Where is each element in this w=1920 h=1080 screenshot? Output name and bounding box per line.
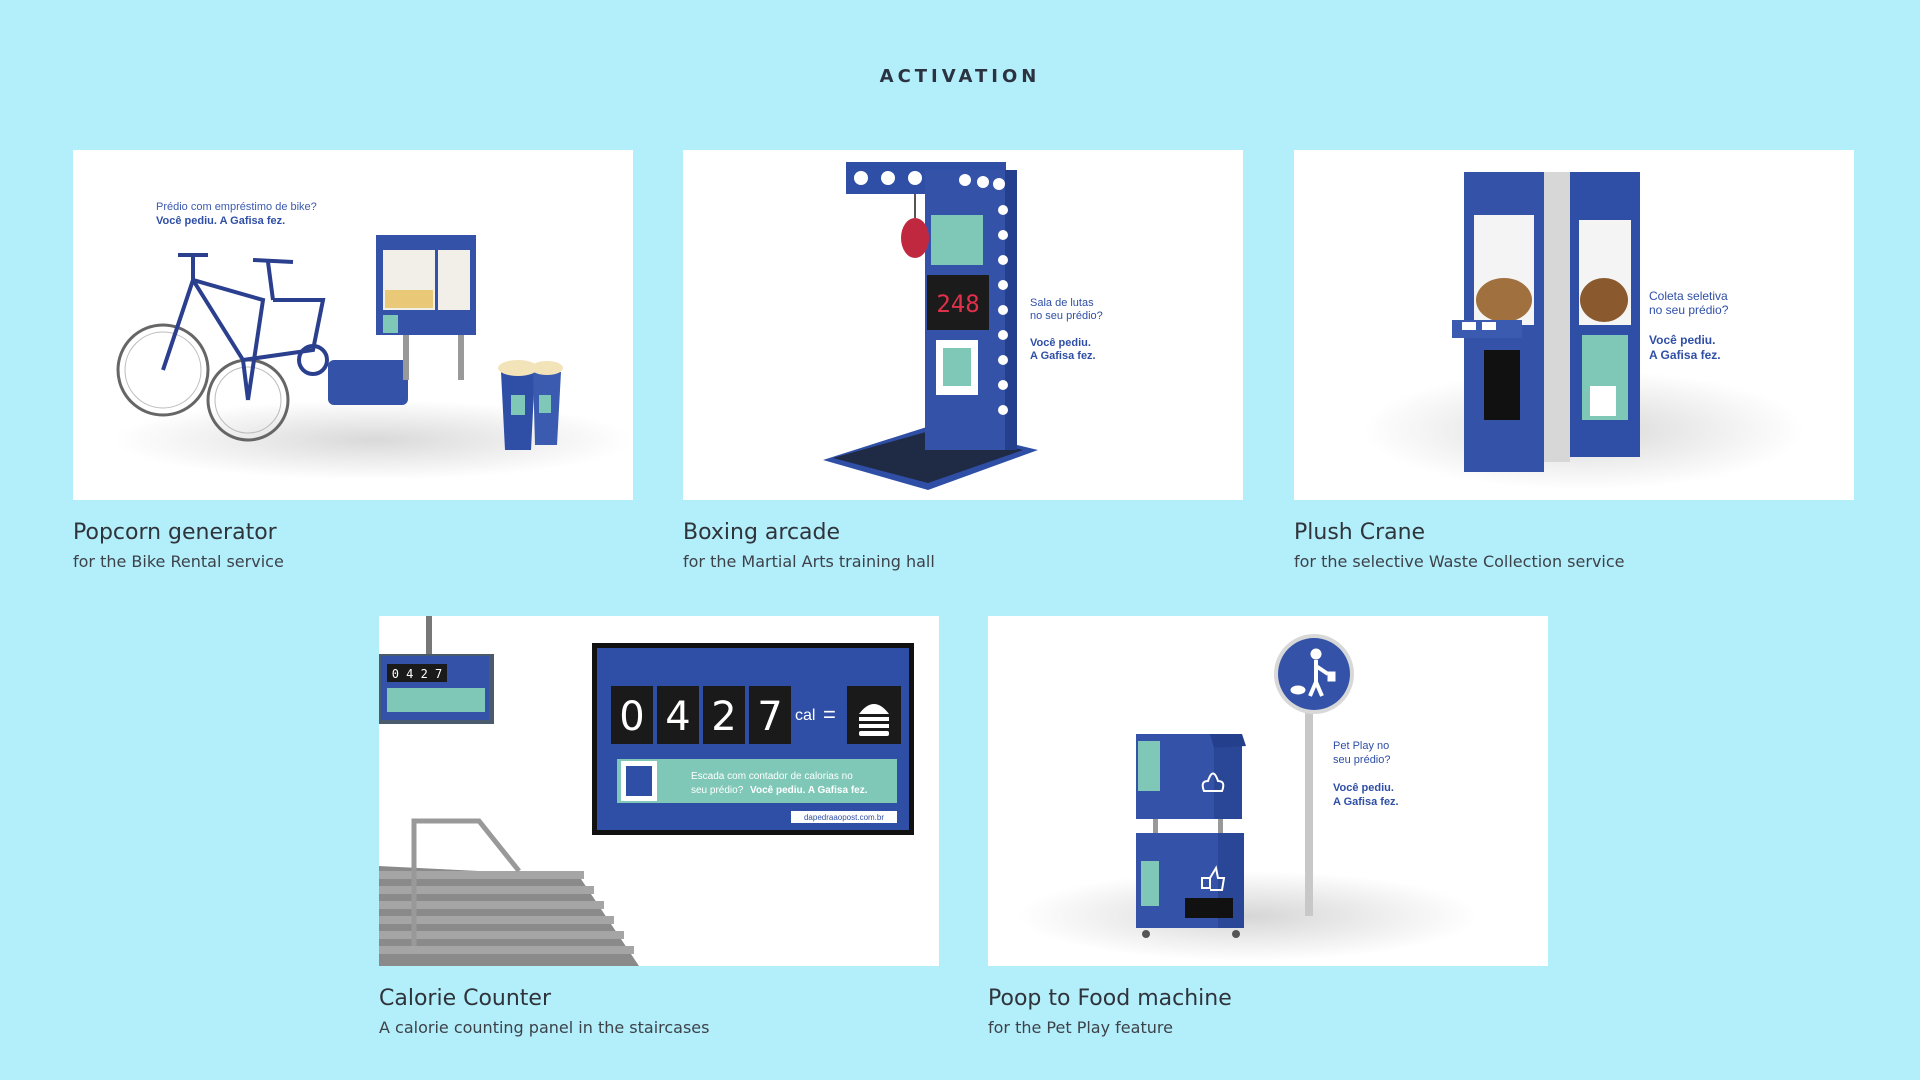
crane-text-line3: Você pediu. <box>1649 333 1715 347</box>
calorie-board: 0 4 2 7 cal = Escada com contador de cal… <box>592 643 914 835</box>
pet-text-line1: Pet Play no <box>1333 740 1389 752</box>
boxing-arcade-image: 248 Sala de lutas no seu prédio? Você pe… <box>683 150 1243 500</box>
card-calorie-counter[interactable]: 0 4 2 7 0 4 2 <box>379 616 939 1039</box>
boxing-score-display: 248 <box>936 290 979 318</box>
small-counter-panel: 0 4 2 7 <box>379 616 494 724</box>
card-title: Popcorn generator <box>73 520 277 545</box>
card-plush-crane[interactable]: Coleta seletiva no seu prédio? Você pedi… <box>1294 150 1854 573</box>
card-subtitle: A calorie counting panel in the staircas… <box>379 1018 710 1038</box>
popcorn-text-line1: Prédio com empréstimo de bike? <box>156 201 317 213</box>
calorie-counter-image: 0 4 2 7 0 4 2 <box>379 616 939 966</box>
boxing-machine-illustration: 248 <box>823 162 1038 490</box>
crane-machine-illustration <box>1452 172 1640 472</box>
poop-to-food-image: Pet Play no seu prédio? Você pediu. A Ga… <box>988 616 1548 966</box>
page-title: ACTIVATION <box>879 66 1041 87</box>
poop-icon <box>1201 772 1225 792</box>
crane-text-line1: Coleta seletiva <box>1649 289 1728 303</box>
crane-text-line4: A Gafisa fez. <box>1649 348 1721 362</box>
calorie-digit-1: 0 <box>619 694 644 740</box>
popcorn-machine-illustration <box>376 235 476 380</box>
calorie-digit-2: 4 <box>665 694 690 740</box>
card-title: Plush Crane <box>1294 520 1426 545</box>
pet-waste-icon <box>1290 648 1336 697</box>
calorie-unit: cal <box>795 707 815 724</box>
popcorn-generator-image: Prédio com empréstimo de bike? Você pedi… <box>73 150 633 500</box>
calorie-digit-3: 2 <box>711 694 736 740</box>
pet-text-line4: A Gafisa fez. <box>1333 796 1399 808</box>
popcorn-text-line2: Você pediu. A Gafisa fez. <box>156 215 285 227</box>
plush-crane-image: Coleta seletiva no seu prédio? Você pedi… <box>1294 150 1854 500</box>
pet-text-line3: Você pediu. <box>1333 782 1394 794</box>
svg-text:seu prédio? Você ped: seu prédio? Você pediu. A Gafisa fez. <box>691 785 868 796</box>
card-title: Poop to Food machine <box>988 986 1232 1011</box>
burger-icon <box>859 704 889 736</box>
bicycle-illustration <box>116 253 329 442</box>
thumbs-up-icon <box>1201 865 1226 891</box>
card-subtitle: for the selective Waste Collection servi… <box>1294 552 1625 572</box>
dog-waste-sign <box>1274 634 1354 916</box>
calorie-msg-line1: Escada com contador de calorias no <box>691 771 853 782</box>
calorie-digit-4: 7 <box>757 694 782 740</box>
bike-dynamo-base <box>328 360 408 405</box>
crane-text-line2: no seu prédio? <box>1649 303 1729 317</box>
pet-text-line2: seu prédio? <box>1333 754 1391 766</box>
card-subtitle: for the Bike Rental service <box>73 552 284 572</box>
card-subtitle: for the Pet Play feature <box>988 1018 1173 1038</box>
card-title: Calorie Counter <box>379 986 552 1011</box>
calorie-msg-line2b: Você pediu. A Gafisa fez. <box>750 785 868 796</box>
calorie-equals: = <box>823 702 836 727</box>
staircase-illustration <box>379 818 639 966</box>
card-boxing-arcade[interactable]: 248 Sala de lutas no seu prédio? Você pe… <box>683 150 1243 573</box>
boxing-text-line2: no seu prédio? <box>1030 310 1103 322</box>
card-title: Boxing arcade <box>683 520 841 545</box>
calorie-msg-line2a: seu prédio? <box>691 785 744 796</box>
small-counter-text: 0 4 2 7 <box>392 667 443 681</box>
popcorn-boxes-illustration <box>498 360 563 450</box>
boxing-text-line4: A Gafisa fez. <box>1030 350 1096 362</box>
card-subtitle: for the Martial Arts training hall <box>683 552 935 572</box>
boxing-text-line3: Você pediu. <box>1030 337 1091 349</box>
poop-machine-illustration <box>1136 734 1246 938</box>
calorie-url: dapedraaopost.com.br <box>804 813 884 822</box>
boxing-text-line1: Sala de lutas <box>1030 297 1094 309</box>
card-poop-to-food[interactable]: Pet Play no seu prédio? Você pediu. A Ga… <box>988 616 1548 1039</box>
card-popcorn-generator[interactable]: Prédio com empréstimo de bike? Você pedi… <box>73 150 633 573</box>
